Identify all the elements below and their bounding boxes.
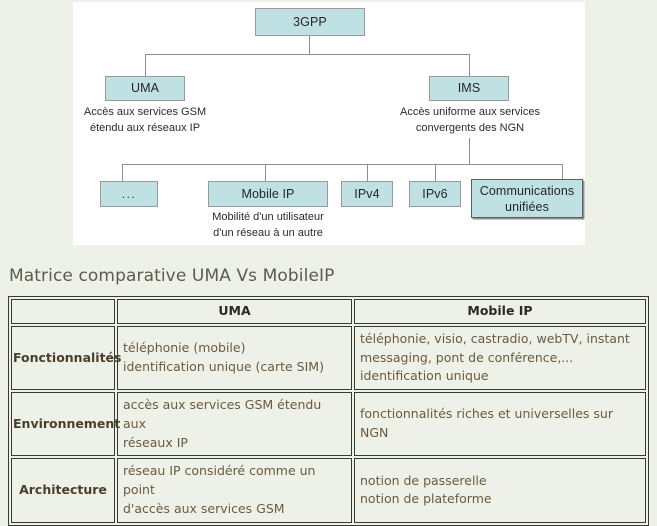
table-header-blank xyxy=(11,299,115,324)
cell-fonctionnalites-mobileip: téléphonie, visio, castradio, webTV, ins… xyxy=(354,325,646,390)
diagram-node-mobile-ip-label: Mobile IP xyxy=(241,186,295,201)
diagram-node-3gpp: 3GPP xyxy=(255,8,365,36)
diagram-node-mobile-ip: Mobile IP xyxy=(208,181,328,207)
cell-environnement-mobileip: fonctionnalités riches et universelles s… xyxy=(354,392,646,457)
page-title: Matrice comparative UMA Vs MobileIP xyxy=(9,266,335,286)
diagram-node-ipv6-label: IPv6 xyxy=(422,186,448,201)
connector-ims-to-bus xyxy=(469,138,470,164)
connector-leaf-ipv4-down xyxy=(367,164,368,181)
table-header-row: UMA Mobile IP xyxy=(11,299,646,324)
diagram-node-ellipsis-label: ... xyxy=(121,186,137,201)
cell-fonctionnalites-uma: téléphonie (mobile) identification uniqu… xyxy=(117,325,352,390)
table-row: Fonctionnalités téléphonie (mobile) iden… xyxy=(11,325,646,390)
diagram-node-ims: IMS xyxy=(429,76,509,101)
diagram-caption-ims: Accès uniforme aux services convergents … xyxy=(400,106,540,134)
diagram-node-uma-label: UMA xyxy=(130,81,160,96)
cell-architecture-uma: réseau IP considéré comme un point d'acc… xyxy=(117,458,352,523)
connector-leaf-mobileip-down xyxy=(265,164,266,181)
diagram-node-ipv4-label: IPv4 xyxy=(354,186,380,201)
diagram-node-ellipsis: ... xyxy=(100,181,158,207)
diagram-node-communications-unifiees: Communications unifiées xyxy=(471,179,583,218)
diagram-node-communications-unifiees-label: Communications unifiées xyxy=(479,183,575,214)
connector-leaf-ipv6-down xyxy=(435,164,436,181)
cell-architecture-mobileip: notion de passerelle notion de plateform… xyxy=(354,458,646,523)
cell-environnement-uma: accès aux services GSM étendu aux réseau… xyxy=(117,392,352,457)
connector-ims-down xyxy=(469,54,470,76)
connector-leaf-comm-down xyxy=(562,164,563,181)
diagram-caption-uma: Accès aux services GSM étendu aux réseau… xyxy=(83,106,207,134)
row-label-architecture: Architecture xyxy=(11,458,115,523)
table-row: Environnement accès aux services GSM éte… xyxy=(11,392,646,457)
connector-leaf-bus xyxy=(122,164,562,165)
table-header-mobile-ip: Mobile IP xyxy=(354,299,646,324)
diagram-node-ipv4: IPv4 xyxy=(341,181,393,207)
table-header-uma: UMA xyxy=(117,299,352,324)
hierarchy-diagram-panel: 3GPP UMA Accès aux services GSM étendu a… xyxy=(73,2,585,245)
comparison-matrix-wrapper: UMA Mobile IP Fonctionnalités téléphonie… xyxy=(8,296,649,526)
row-label-fonctionnalites: Fonctionnalités xyxy=(11,325,121,390)
connector-uma-down xyxy=(145,54,146,76)
diagram-node-3gpp-label: 3GPP xyxy=(293,14,327,29)
comparison-matrix-table: UMA Mobile IP Fonctionnalités téléphonie… xyxy=(8,296,649,526)
diagram-node-ipv6: IPv6 xyxy=(409,181,461,207)
connector-root-down xyxy=(309,36,310,54)
connector-leaf-dots-down xyxy=(122,164,123,181)
table-row: Architecture réseau IP considéré comme u… xyxy=(11,458,646,523)
diagram-node-uma: UMA xyxy=(105,76,185,101)
diagram-node-ims-label: IMS xyxy=(457,81,481,96)
connector-level1-bus xyxy=(145,54,469,55)
diagram-caption-mobile-ip: Mobilité d'un utilisateur d'un réseau à … xyxy=(212,211,324,239)
row-label-environnement: Environnement xyxy=(11,392,120,457)
